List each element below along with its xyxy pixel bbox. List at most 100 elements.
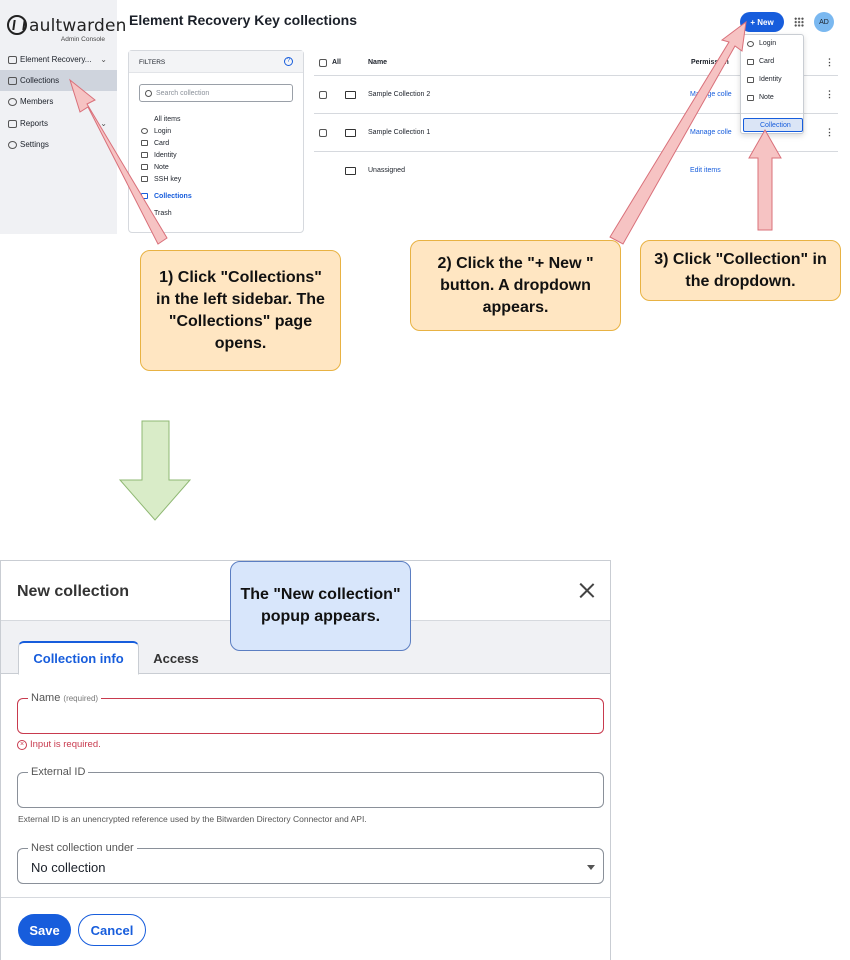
sidebar-item-organization[interactable]: Element Recovery... ⌄ bbox=[0, 49, 117, 70]
filter-label: SSH key bbox=[154, 175, 182, 183]
row-name[interactable]: Sample Collection 1 bbox=[368, 129, 431, 136]
filter-label: Collections bbox=[154, 192, 192, 200]
vault-screenshot: aultwarden Admin Console Element Recover… bbox=[0, 0, 850, 240]
sidebar: aultwarden Admin Console Element Recover… bbox=[0, 0, 126, 234]
organization-icon bbox=[8, 55, 17, 64]
globe-icon bbox=[141, 128, 148, 134]
card-icon bbox=[747, 58, 754, 65]
filter-label: Login bbox=[154, 127, 172, 135]
row-name[interactable]: Unassigned bbox=[368, 167, 405, 174]
table-row[interactable]: Unassigned Edit items bbox=[314, 152, 838, 190]
app-switcher-icon[interactable] bbox=[794, 17, 804, 27]
sidebar-item-label: Element Recovery... bbox=[20, 55, 92, 64]
row-name[interactable]: Sample Collection 2 bbox=[368, 91, 431, 98]
avatar[interactable]: AD bbox=[814, 12, 834, 32]
menu-item-label: Login bbox=[759, 40, 777, 47]
filter-card[interactable]: Card bbox=[141, 137, 192, 149]
menu-item-label: Card bbox=[759, 58, 775, 65]
row-checkbox[interactable] bbox=[319, 129, 327, 137]
folder-icon bbox=[345, 129, 356, 137]
name-label-text: Name bbox=[31, 692, 61, 704]
menu-divider bbox=[741, 113, 803, 114]
vaultwarden-logo: aultwarden Admin Console bbox=[7, 14, 126, 44]
menu-item-label: Identity bbox=[759, 76, 782, 83]
id-card-icon bbox=[747, 76, 754, 83]
row-checkbox[interactable] bbox=[319, 91, 327, 99]
new-dropdown-menu: Login Card Identity Note Collection bbox=[740, 34, 804, 134]
menu-item-login[interactable]: Login bbox=[747, 40, 776, 47]
sidebar-item-collections[interactable]: Collections bbox=[0, 70, 117, 91]
dialog-title: New collection bbox=[17, 583, 130, 600]
external-id-field[interactable]: External ID bbox=[17, 766, 604, 808]
more-options-icon[interactable]: ⋮ bbox=[825, 127, 834, 137]
cancel-button[interactable]: Cancel bbox=[78, 914, 146, 946]
collections-icon bbox=[8, 76, 17, 85]
tab-access[interactable]: Access bbox=[153, 650, 199, 666]
dialog-footer: Save Cancel bbox=[1, 897, 610, 960]
key-icon bbox=[141, 176, 148, 182]
tab-collection-info[interactable]: Collection info bbox=[18, 641, 139, 675]
save-button[interactable]: Save bbox=[18, 914, 71, 946]
nest-collection-select[interactable]: Nest collection under No collection bbox=[17, 842, 604, 884]
filter-ssh-key[interactable]: SSH key bbox=[141, 173, 192, 185]
chevron-down-icon: ⌄ bbox=[100, 119, 107, 128]
row-permission: Manage colle bbox=[690, 129, 732, 136]
filter-collections[interactable]: Collections bbox=[141, 190, 192, 202]
sidebar-item-settings[interactable]: Settings bbox=[0, 134, 117, 155]
filter-label: Card bbox=[154, 139, 170, 147]
menu-item-card[interactable]: Card bbox=[747, 58, 774, 65]
search-collection-input[interactable]: Search collection bbox=[139, 84, 293, 102]
vaultwarden-logo-icon bbox=[7, 15, 27, 35]
menu-item-note[interactable]: Note bbox=[747, 94, 774, 101]
error-text: Input is required. bbox=[30, 739, 101, 750]
close-icon[interactable] bbox=[579, 582, 595, 598]
folder-icon bbox=[345, 167, 356, 175]
collections-icon bbox=[748, 122, 755, 128]
filter-all-items[interactable]: All items bbox=[141, 113, 192, 125]
header-name[interactable]: Name bbox=[368, 59, 388, 66]
filter-trash[interactable]: Trash bbox=[141, 207, 192, 219]
menu-item-identity[interactable]: Identity bbox=[747, 76, 782, 83]
filter-label: All items bbox=[154, 115, 181, 123]
caret-down-icon bbox=[587, 865, 595, 870]
sidebar-item-reports[interactable]: Reports ⌄ bbox=[0, 113, 117, 134]
menu-item-collection[interactable]: Collection bbox=[743, 118, 803, 132]
search-icon bbox=[145, 89, 152, 97]
new-button[interactable]: + New bbox=[740, 12, 784, 32]
name-label: Name (required) bbox=[28, 692, 102, 704]
nest-value: No collection bbox=[31, 860, 106, 875]
select-all-checkbox[interactable] bbox=[319, 59, 327, 67]
arrow-down-green bbox=[118, 420, 192, 521]
more-options-icon[interactable]: ⋮ bbox=[825, 57, 834, 67]
chevron-down-icon: ⌄ bbox=[100, 55, 107, 64]
callout-step-3: 3) Click "Collection" in the dropdown. bbox=[640, 240, 841, 301]
filter-label: Note bbox=[154, 163, 169, 171]
callout-popup: The "New collection" popup appears. bbox=[230, 561, 411, 651]
filters-panel: FILTERS ? Search collection All items Lo… bbox=[128, 50, 304, 233]
card-icon bbox=[141, 140, 148, 146]
help-icon[interactable]: ? bbox=[284, 57, 293, 66]
name-error: × Input is required. bbox=[17, 739, 101, 750]
required-tag: (required) bbox=[63, 694, 99, 703]
header-all: All bbox=[332, 59, 341, 66]
filter-label: Trash bbox=[154, 209, 172, 217]
callout-step-1: 1) Click "Collections" in the left sideb… bbox=[140, 250, 341, 371]
note-icon bbox=[141, 164, 148, 170]
filter-note[interactable]: Note bbox=[141, 161, 192, 173]
logo-text: aultwarden bbox=[29, 16, 127, 36]
more-options-icon[interactable]: ⋮ bbox=[825, 89, 834, 99]
filter-label: Identity bbox=[154, 151, 177, 159]
name-field[interactable]: Name (required) bbox=[17, 692, 604, 734]
external-id-help: External ID is an unencrypted reference … bbox=[18, 814, 367, 824]
id-card-icon bbox=[141, 152, 148, 158]
external-id-label: External ID bbox=[28, 766, 89, 778]
filter-identity[interactable]: Identity bbox=[141, 149, 192, 161]
folder-icon bbox=[345, 91, 356, 99]
filter-login[interactable]: Login bbox=[141, 125, 192, 137]
sidebar-item-label: Members bbox=[20, 97, 54, 106]
error-icon: × bbox=[17, 739, 27, 750]
sidebar-item-members[interactable]: Members bbox=[0, 91, 117, 112]
filters-title: FILTERS bbox=[139, 59, 166, 66]
globe-icon bbox=[747, 40, 754, 47]
filters-header: FILTERS ? bbox=[129, 51, 303, 73]
